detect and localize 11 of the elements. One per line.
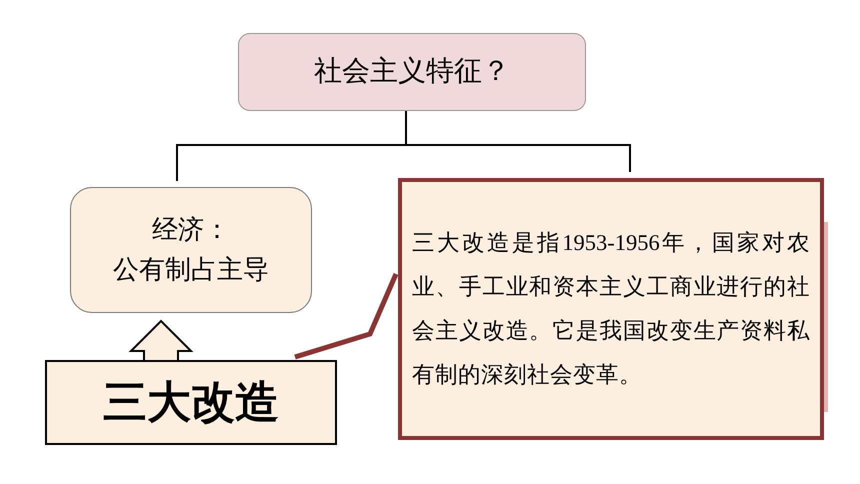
leader-line xyxy=(294,273,398,360)
label-text: 社会主义特征？ xyxy=(314,55,510,89)
description-text: 三大改造是指1953-1956年，国家对农业、手工业和资本主义工商业进行的社会主义改造。它是我国改变生产资料私有制的深刻社会变革。 xyxy=(412,229,810,389)
economy-box xyxy=(70,187,312,313)
label-text: 公有制占主导 xyxy=(113,254,269,286)
reform-box xyxy=(45,360,337,445)
heading-text: 经济： xyxy=(152,214,230,246)
title-box xyxy=(238,33,586,111)
hollow-up-arrow xyxy=(128,320,194,361)
connector-line xyxy=(405,111,631,172)
label-text: 三大改造 xyxy=(103,376,279,430)
